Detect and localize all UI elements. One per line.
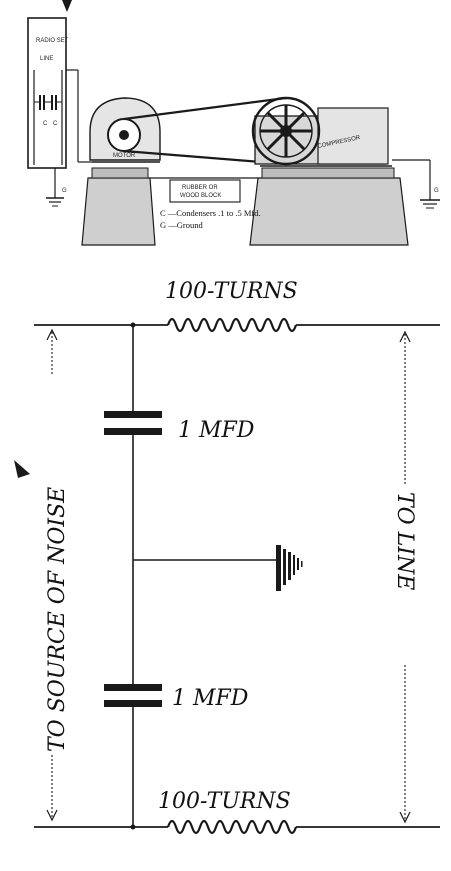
motor-label: MOTOR [113,153,136,159]
coil-bottom-label: 100-TURNS [158,789,291,814]
left-side-label: TO SOURCE OF NOISE [45,487,70,752]
radio-set-label: RADIO SET [36,38,69,44]
cond-label-right: C [53,121,58,127]
coil-bottom-icon [166,819,298,835]
arrow-mark-icon [14,460,30,478]
installation-figure: RADIO SET LINE C C G RUBBER OR WO [27,0,440,246]
filter-schematic: 100-TURNS 100-TURNS 1 MFD [14,279,440,835]
rubber-block-box [169,179,241,203]
cond-label-left: C [43,121,48,127]
pointer-arrow-icon [62,0,72,12]
right-pedestal [249,177,409,246]
radio-set-box [27,17,67,169]
legend-condensers: C —Condensers .1 to .5 Mfd. [160,208,261,218]
right-side-label: TO LINE [392,492,417,590]
capacitor-top-icon [104,411,162,418]
capacitor-bottom-icon [104,684,162,691]
ground-icon [276,545,303,591]
block-label-2: WOOD BLOCK [180,193,221,199]
cap-bottom-label: 1 MFD [172,686,249,711]
ground-mark-left: G [62,188,67,194]
belt-top [123,96,287,121]
ground-mark-right: G [434,188,439,194]
cap-top-label: 1 MFD [178,418,255,443]
coil-top-icon [166,317,298,333]
coil-top-label: 100-TURNS [165,279,298,304]
line-lead-label: LINE [40,56,53,62]
compressor-flywheel [251,96,321,166]
right-block [261,167,395,179]
left-block [91,167,149,179]
block-label-1: RUBBER OR [182,185,218,191]
legend-ground: G —Ground [160,220,203,230]
left-pedestal [81,177,156,246]
